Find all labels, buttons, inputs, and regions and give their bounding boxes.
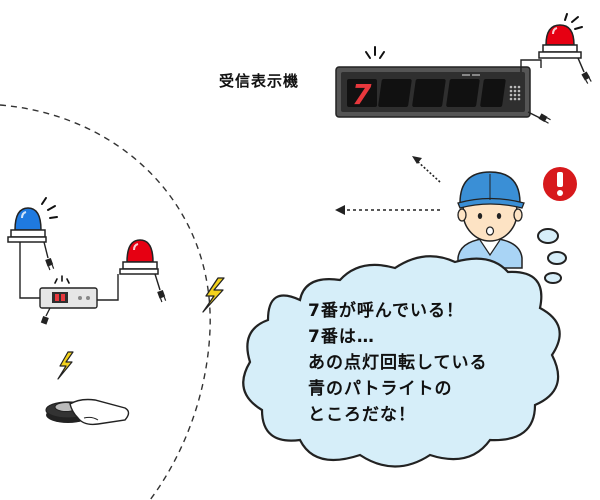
thought-bubbles: [537, 228, 567, 284]
arrow-head-icon: [412, 156, 422, 164]
call-button-icon: [45, 398, 130, 426]
exclamation-icon: [543, 167, 577, 201]
display-digit: 7: [352, 78, 372, 111]
receiver-label: 受信表示機: [219, 72, 300, 90]
digit-window-1: [347, 79, 377, 107]
speech-line: あの点灯回転している: [308, 353, 488, 373]
transmitter-icon: [39, 275, 98, 325]
arrow-head-icon: [335, 205, 345, 215]
wire: [97, 274, 119, 301]
red-beacon-icon: [520, 13, 592, 84]
digit-window-3: [412, 79, 446, 107]
lightning-icon: [202, 277, 225, 313]
speech-text: 7番が呼んでいる！ 7番は… あの点灯回転している 青のパトライトの ところだな…: [308, 298, 538, 428]
range-arc: [0, 104, 211, 500]
wire: [19, 242, 40, 299]
worker-icon: [457, 171, 525, 269]
speech-line: ところだな！: [308, 405, 416, 425]
emphasis-lines: [365, 46, 385, 59]
speech-line: 青のパトライトの: [308, 379, 453, 399]
dot-matrix: [509, 85, 521, 101]
blue-beacon-icon: [7, 197, 58, 271]
lightning-icon: [57, 351, 74, 380]
red-beacon-icon: [119, 239, 167, 303]
speech-line: 7番が呼んでいる！: [308, 301, 464, 321]
digit-window-2: [378, 79, 412, 107]
plug-icon: [538, 113, 551, 124]
arrow-to-display: [415, 159, 441, 183]
digit-window-5: [480, 79, 506, 107]
digit-window-4: [446, 79, 480, 107]
speech-bubble: [242, 255, 561, 468]
speech-line: 7番は…: [308, 327, 375, 347]
receiver-display: [335, 46, 551, 124]
